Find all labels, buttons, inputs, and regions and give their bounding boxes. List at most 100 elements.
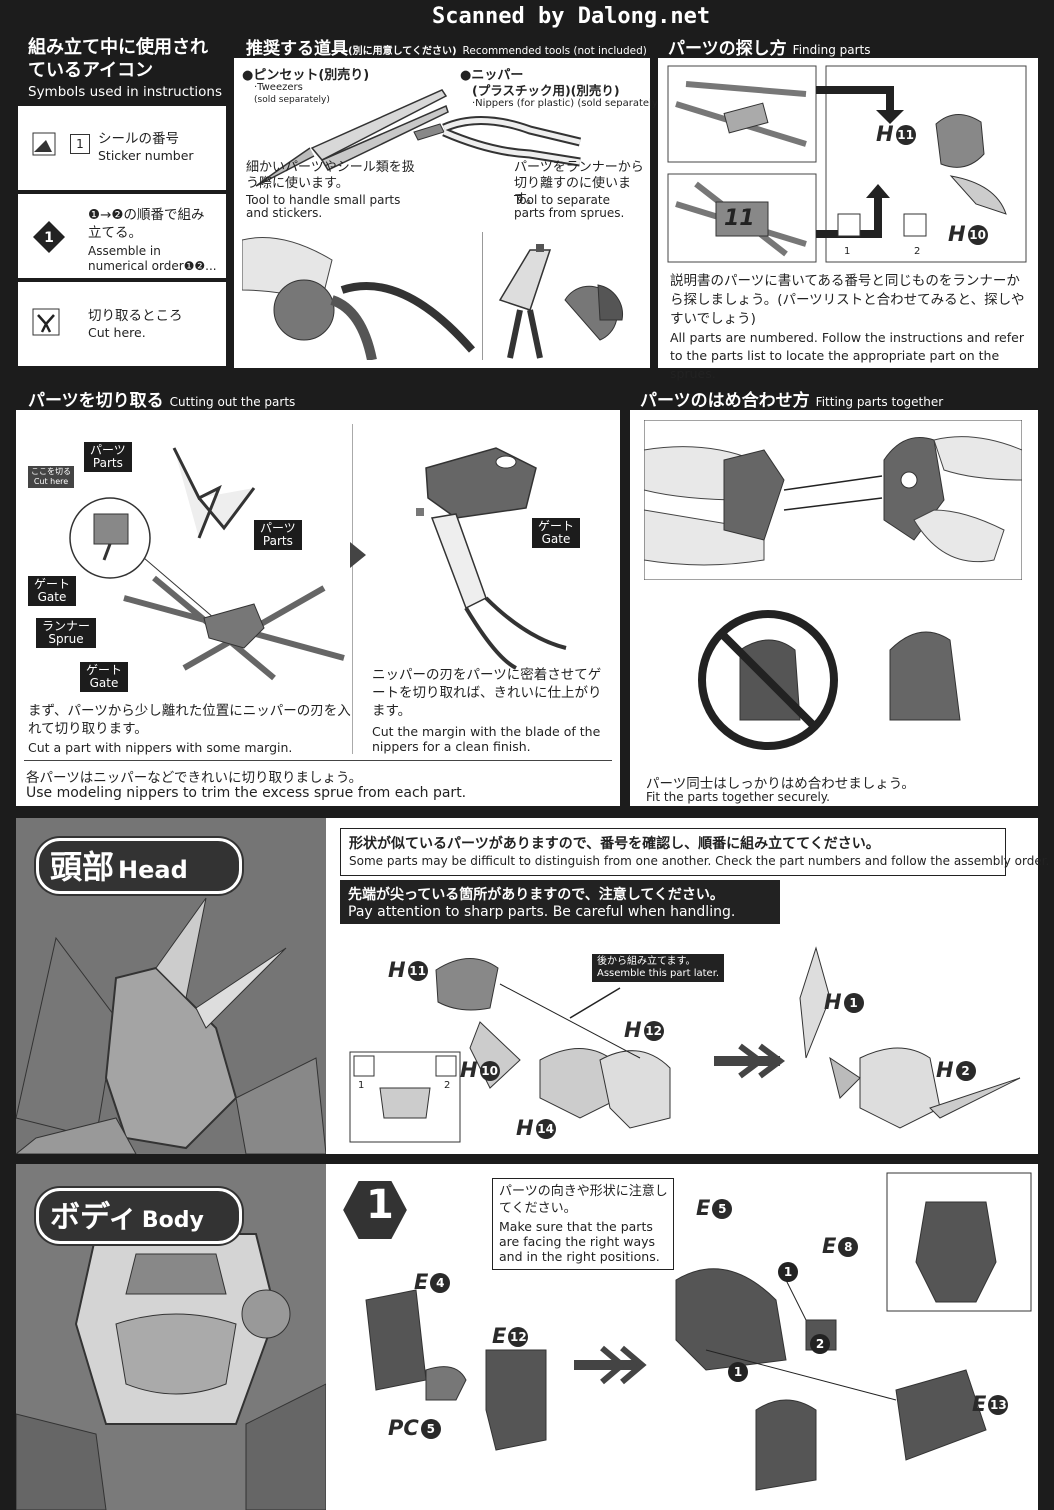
head-note-2-jp: 先端が尖っている箇所がありますので、注意してください。 [348, 887, 724, 903]
symbols-title-en: Symbols used in instructions [28, 84, 223, 100]
sticker-label-en: Sticker number [98, 148, 194, 163]
head-note-2: 先端が尖っている箇所がありますので、注意してください。 Pay attentio… [340, 880, 780, 924]
sprue-cut-illustration [69, 447, 345, 681]
sticker-2-label: 2 [914, 246, 921, 257]
nippers-icon [32, 308, 60, 336]
svg-text:1: 1 [44, 230, 54, 246]
next-arrow-icon [350, 542, 366, 568]
body-note-jp: パーツの向きや形状に注意してください。 [499, 1184, 668, 1216]
head-note-1-en: Some parts may be difficult to distingui… [349, 854, 1050, 868]
head-sticker-2: 2 [444, 1080, 451, 1091]
cut-footer-en: Use modeling nippers to trim the excess … [26, 785, 467, 801]
nippers-label-en: ·Nippers (for plastic) (sold separately) [472, 98, 662, 109]
cut-step2-en: Cut the margin with the blade of the nip… [372, 724, 601, 754]
sequence-1: 1 [778, 1262, 798, 1282]
step-number-icon: 1 [33, 221, 65, 253]
finding-desc-jp: 説明書のパーツに書いてある番号と同じものをランナーから探しましょう。(パーツリス… [670, 273, 1025, 327]
sticker-icon [32, 132, 56, 156]
step-badge [340, 1179, 410, 1241]
nippers-usage-illustration [498, 244, 623, 359]
watermark: Scanned by Dalong.net [432, 4, 711, 29]
tweezers-usage-illustration [242, 237, 476, 360]
tweezers-label-en: ·Tweezers [254, 82, 303, 93]
cut-symbol-box: 切り取るところ Cut here. [18, 282, 226, 366]
head-note-1: 形状が似ているパーツがありますので、番号を確認し、順番に組み立ててください。 S… [340, 828, 1049, 876]
sticker-number-box: 1 [70, 134, 90, 154]
nippers-desc-jp: パーツをランナーから切り離すのに使います。 [514, 160, 644, 207]
sticker-label-jp: シールの番号 [98, 131, 179, 147]
sequence-2: 2 [810, 1334, 830, 1354]
sticker-1-label: 1 [844, 246, 851, 257]
fitting-desc-jp: パーツ同士はしっかりはめ合わせましょう。 [646, 776, 915, 792]
sequence-1b: 1 [728, 1362, 748, 1382]
body-note: パーツの向きや形状に注意してください。 Make sure that the p… [492, 1178, 674, 1270]
tweezers-icon [255, 89, 449, 187]
head-assembly-illustration [349, 946, 1021, 1143]
order-label-jp: ❶→❷の順番で組み立てる。 [88, 207, 205, 241]
head-sticker-1: 1 [358, 1080, 365, 1091]
cut-step2-jp: ニッパーの刃をパーツに密着させてゲートを切り取れば、きれいに仕上がります。 [372, 667, 602, 719]
body-assembly-illustration [365, 1260, 1017, 1491]
cut-label-jp: 切り取るところ [88, 308, 183, 324]
head-section-badge [36, 838, 242, 894]
sprue-number: 11 [724, 206, 755, 231]
tweezers-desc-en: Tool to handle small parts and stickers. [246, 193, 401, 220]
cut-step1-en: Cut a part with nippers with some margin… [28, 740, 293, 755]
sticker-symbol-box: 1 シールの番号 Sticker number [18, 106, 226, 190]
fitting-panel: パーツ同士はしっかりはめ合わせましょう。 Fit the parts toget… [630, 410, 1038, 806]
nippers-label-jp: ●ニッパー [460, 68, 524, 83]
fitting-desc-en: Fit the parts together securely. [646, 790, 830, 804]
symbols-panel: 組み立て中に使用されているアイコン Symbols used in instru… [16, 30, 228, 368]
body-section-badge [36, 1188, 242, 1244]
fitting-illustration [644, 420, 1022, 580]
nippers-desc-en: Tool to separate parts from sprues. [514, 193, 625, 220]
tweezers-desc-jp: 細かいパーツやシール類を扱う際に使います。 [246, 160, 415, 191]
cut-label-en: Cut here. [88, 325, 146, 340]
tools-panel: ●ピンセット(別売り) ·Tweezers (sold separately) … [234, 58, 662, 368]
head-note-1-jp: 形状が似ているパーツがありますので、番号を確認し、順番に組み立ててください。 [349, 836, 880, 852]
finding-desc-en: All parts are numbered. Follow the instr… [670, 330, 1024, 381]
tools-header: 推奨する道具(別に用意してください)Recommended tools (not… [246, 39, 647, 59]
sprue-illustration [667, 65, 1027, 263]
gate-trim-illustration [416, 447, 567, 670]
nippers-label-jp2: (プラスチック用)(別売り) [472, 83, 620, 98]
symbols-title-jp: 組み立て中に使用されているアイコン [28, 37, 208, 81]
body-note-en: Make sure that the parts are facing the … [499, 1219, 660, 1264]
cut-footer-jp: 各パーツはニッパーなどできれいに切り取りましょう。 [26, 770, 363, 786]
nippers-tool-icon [413, 116, 582, 167]
cut-step1-jp: まず、パーツから少し離れた位置にニッパーの刃を入れて切り取ります。 [28, 703, 351, 737]
wrong-fit-illustration [698, 610, 961, 750]
step-number: 1 [366, 1182, 394, 1228]
order-symbol-box: 1 ❶→❷の順番で組み立てる。 Assemble in numerical or… [18, 194, 226, 278]
tweezers-sold: (sold separately) [254, 95, 330, 105]
order-label-en: Assemble in numerical order❶❷... [88, 244, 217, 273]
